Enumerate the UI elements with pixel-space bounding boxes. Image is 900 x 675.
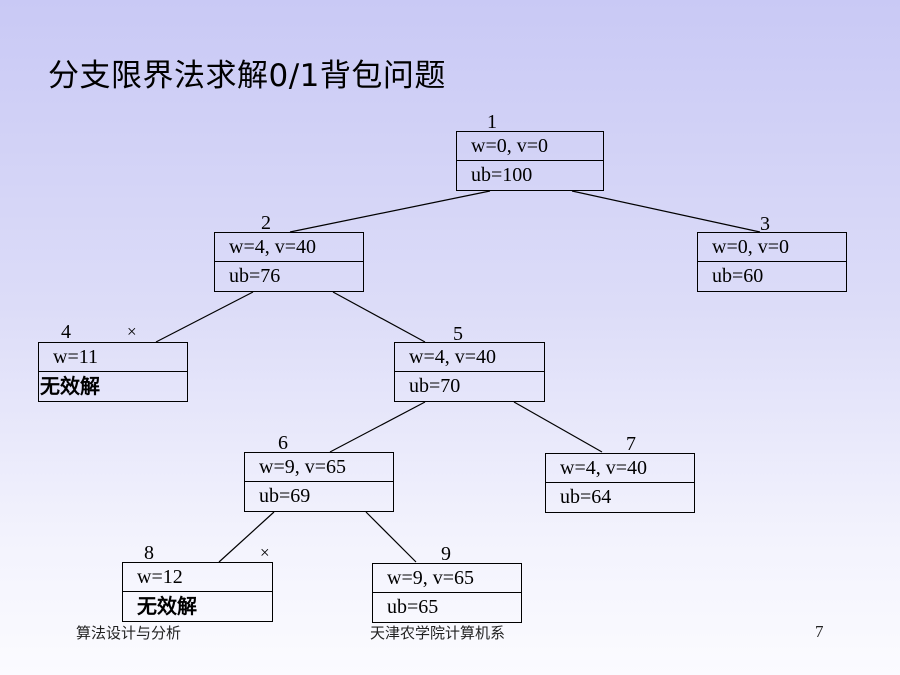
node-4-pruned-mark: × [127,322,137,341]
node-8-number: 8 [144,542,154,564]
edge-5-7 [513,401,603,453]
node-9-box: w=9, v=65 ub=65 [372,563,522,623]
node-2-upper-bound: ub=76 [229,265,281,287]
node-6-upper-bound: ub=69 [259,485,311,507]
node-4-weight: w=11 [39,343,187,372]
node-1-box: w=0, v=0 ub=100 [456,131,604,191]
node-9-number: 9 [441,543,451,565]
node-7-upper-bound: ub=64 [560,486,612,508]
node-6-box: w=9, v=65 ub=69 [244,452,394,512]
edge-1-3 [571,190,761,233]
node-4-invalid-label: 无效解 [40,374,100,398]
node-1-number: 1 [487,111,497,133]
node-8-invalid-label: 无效解 [137,594,197,618]
node-4-box: w=11 无效解 [38,342,188,402]
node-6-number: 6 [278,432,288,454]
node-3-number: 3 [760,213,770,235]
node-3-weight-value: w=0, v=0 [698,233,846,262]
node-8-weight: w=12 [123,563,272,592]
node-2-weight-value: w=4, v=40 [215,233,363,262]
edge-6-8 [218,511,275,563]
node-1-weight-value: w=0, v=0 [457,132,603,161]
node-3-upper-bound: ub=60 [712,265,764,287]
slide-title: 分支限界法求解0/1背包问题 [48,58,446,94]
node-3-box: w=0, v=0 ub=60 [697,232,847,292]
footer-department: 天津农学院计算机系 [370,624,506,642]
node-8-box: w=12 无效解 [122,562,273,622]
edge-6-9 [365,511,417,563]
node-6-weight-value: w=9, v=65 [245,453,393,482]
node-7-box: w=4, v=40 ub=64 [545,453,695,513]
node-8-pruned-mark: × [260,543,270,562]
node-5-box: w=4, v=40 ub=70 [394,342,545,402]
edge-5-6 [329,401,426,453]
edge-2-4 [155,291,254,343]
node-9-weight-value: w=9, v=65 [373,564,521,593]
node-7-weight-value: w=4, v=40 [546,454,694,483]
node-9-upper-bound: ub=65 [387,596,439,618]
footer-course: 算法设计与分析 [76,624,182,642]
node-5-weight-value: w=4, v=40 [395,343,544,372]
node-4-number: 4 [61,321,71,343]
node-1-upper-bound: ub=100 [471,164,533,186]
node-5-number: 5 [453,323,463,345]
edge-2-5 [332,291,426,343]
page-number: 7 [815,622,824,641]
node-2-box: w=4, v=40 ub=76 [214,232,364,292]
node-2-number: 2 [261,212,271,234]
edge-1-2 [289,190,491,233]
node-5-upper-bound: ub=70 [409,375,461,397]
node-7-number: 7 [626,433,636,455]
